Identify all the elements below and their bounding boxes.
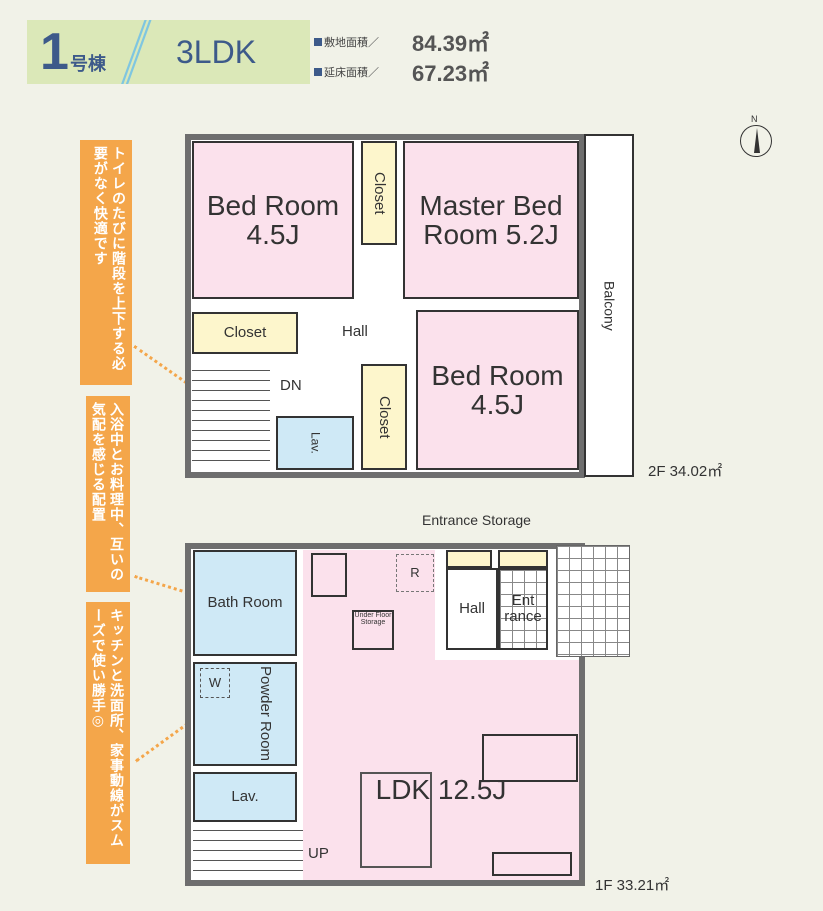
- building-suffix: 号棟: [70, 54, 106, 74]
- room-bedroom-2: Bed Room 4.5J: [416, 310, 579, 470]
- powder-label: Powder Room: [256, 666, 274, 762]
- building-number: 1: [40, 23, 69, 81]
- staircase-1f: [193, 828, 303, 880]
- sofa: [482, 734, 578, 782]
- room-closet-2: Closet: [192, 312, 298, 354]
- title-banner: [27, 20, 310, 84]
- lav-label: Lav.: [308, 432, 323, 454]
- floor1-area-label: 1F 33.21㎡: [595, 877, 670, 894]
- staircase-2f: [192, 366, 270, 470]
- land-area-value: 84.39㎡: [412, 31, 490, 56]
- compass-label: N: [751, 114, 758, 124]
- fridge-icon: R: [396, 554, 434, 592]
- floor2-area-label: 2F 34.02㎡: [648, 463, 723, 480]
- room-closet-1: Closet: [361, 141, 397, 245]
- entrance-storage-1: [446, 550, 492, 568]
- room-bath: Bath Room: [193, 550, 297, 656]
- slash-decoration: [118, 20, 154, 84]
- room-closet-3: Closet: [361, 364, 407, 470]
- compass-icon: [740, 125, 772, 157]
- floor-area-value: 67.23㎡: [412, 61, 490, 86]
- floor-area-label: 延床面積／: [314, 64, 379, 80]
- land-area-label: 敷地面積／: [314, 34, 379, 50]
- stairs-down-label: DN: [280, 377, 302, 394]
- callout-toilet: トイレのたびに階段を上下する必要がなく快適です: [80, 140, 132, 385]
- stove-icon: [311, 553, 347, 597]
- entrance-storage-2: [498, 550, 548, 568]
- callout-bath: 入浴中とお料理中、互いの気配を感じる配置: [86, 396, 130, 592]
- entrance-porch: [556, 545, 630, 657]
- room-entrance: Ent rance: [498, 568, 548, 650]
- room-hall-1f: Hall: [446, 568, 498, 650]
- layout-type: 3LDK: [176, 34, 257, 70]
- stairs-up-label: UP: [308, 845, 329, 862]
- balcony: Balcony: [584, 134, 634, 477]
- dining-table: [360, 772, 432, 868]
- callout-kitchen: キッチンと洗面所、家事動線がスムーズで使い勝手◎: [86, 602, 130, 864]
- room-lavatory-1f: Lav.: [193, 772, 297, 822]
- entrance-storage-label: Entrance Storage: [422, 512, 531, 528]
- room-lavatory-2f: Lav.: [276, 416, 354, 470]
- washer-icon: W: [200, 668, 230, 698]
- room-hall-2f: Hall: [342, 323, 368, 340]
- tv-stand: [492, 852, 572, 876]
- room-bedroom-1: Bed Room 4.5J: [192, 141, 354, 299]
- room-powder: Powder Room: [193, 662, 297, 766]
- room-master-bedroom: Master Bed Room 5.2J: [403, 141, 579, 299]
- under-floor-storage: Under Floor Storage: [352, 610, 394, 650]
